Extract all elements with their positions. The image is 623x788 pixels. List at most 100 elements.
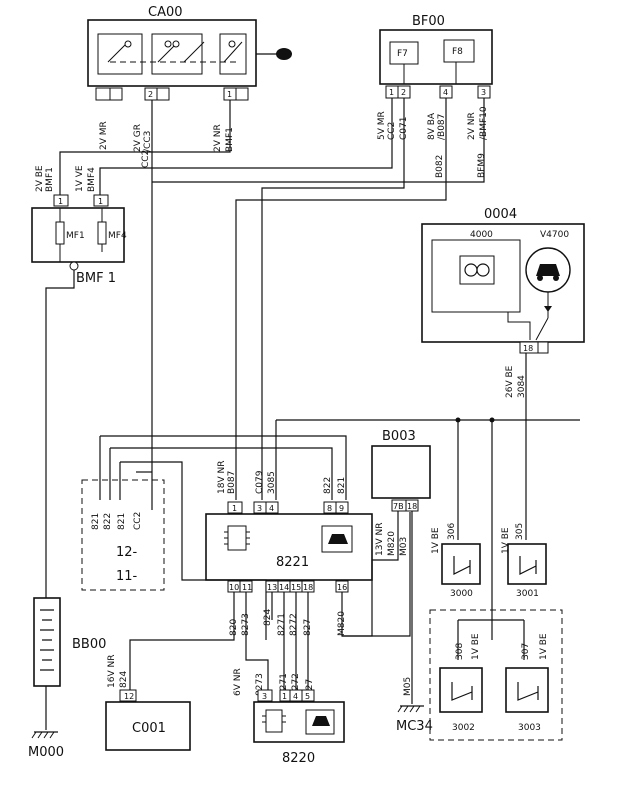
bf00-pin-1: 1 bbox=[389, 88, 394, 97]
c4000-label: 4000 bbox=[470, 230, 493, 240]
s305-wire-a: 1V BE bbox=[501, 527, 511, 554]
o4-wire-1: 26V BE bbox=[505, 365, 515, 398]
c8220-wire-4: 827 bbox=[305, 679, 315, 696]
left-wire-821a: 821 bbox=[91, 513, 101, 530]
left-wire-822: 822 bbox=[103, 513, 113, 530]
left-wire-821b: 821 bbox=[117, 513, 127, 530]
b003-wire-2: M820 bbox=[387, 531, 397, 556]
c8221-pin-3: 3 bbox=[257, 504, 262, 513]
c8221-wire-1a: 18V NR bbox=[217, 461, 227, 494]
c8221-label: 8221 bbox=[276, 555, 309, 570]
bmf1-label: BMF 1 bbox=[76, 271, 116, 286]
bf00-pin-3: 3 bbox=[481, 88, 486, 97]
ground-icon bbox=[31, 731, 58, 739]
fuse-f7: F7 bbox=[397, 49, 408, 59]
bot-wire-8273: 8273 bbox=[241, 613, 251, 636]
battery-bb00: BB00 M000 bbox=[28, 597, 106, 760]
c8220-pin-1: 1 bbox=[282, 692, 287, 701]
s3002-label: 3002 bbox=[452, 723, 475, 733]
ca00-switch: CA00 2 1 2V MR 2V GR /CC3 2V NR BMF1 bbox=[87, 5, 292, 152]
c001-pin-12: 12 bbox=[124, 692, 134, 701]
m05-label: M05 bbox=[403, 677, 413, 696]
o4-wire-2: 3084 bbox=[517, 375, 527, 398]
connector-box-12-11: 821 822 821 CC2 12- 11- bbox=[81, 479, 165, 591]
c8221-wire-3085: 3085 bbox=[267, 471, 277, 494]
b003-pin-18: 18 bbox=[407, 502, 417, 511]
c8221-pin-16: 16 bbox=[337, 583, 347, 592]
c8221-pin-13: 13 bbox=[267, 583, 277, 592]
bmf-pin-1b: 1 bbox=[98, 197, 103, 206]
module-8220: 6V NR 8273 8271 8272 827 3 1 4 5 8220 bbox=[233, 668, 345, 766]
b003-pin-7b: 7B bbox=[393, 502, 404, 511]
gauge-icon bbox=[464, 263, 490, 277]
box-11-label: 11- bbox=[116, 569, 138, 584]
bmf-pin-1a: 1 bbox=[58, 197, 63, 206]
ca00-wire-2a: 2V GR bbox=[133, 124, 143, 152]
s307-wire-a: 1V BE bbox=[539, 633, 549, 660]
bf00-wire-bfm9: BFM9 bbox=[477, 153, 487, 178]
car-icon bbox=[328, 534, 348, 544]
s306-wire-a: 1V BE bbox=[431, 527, 441, 554]
s308-wire-b: 308 bbox=[455, 643, 465, 660]
car-icon-8220 bbox=[312, 716, 330, 726]
cc2-mid-label: CC2 bbox=[141, 150, 151, 168]
bmf-wire-1b: BMF1 bbox=[45, 167, 55, 192]
c8221-pin-4: 4 bbox=[269, 504, 274, 513]
c8220-wire-1: 8273 bbox=[255, 673, 265, 696]
bf00-wire-4a: 2V NR bbox=[467, 112, 477, 140]
c8221-pin-18: 18 bbox=[303, 583, 313, 592]
ca00-pin-1: 1 bbox=[227, 90, 232, 99]
ca00-wire-1: 2V MR bbox=[99, 121, 109, 150]
b003-wire-1: 13V NR bbox=[375, 523, 385, 556]
c8220-pin-4: 4 bbox=[293, 692, 298, 701]
bf00-wire-b082: B082 bbox=[435, 155, 445, 178]
bf00-fusebox: BF00 F7 F8 1 2 4 3 5V MR CC2 C071 8V BA … bbox=[377, 14, 493, 178]
ca00-label: CA00 bbox=[148, 5, 183, 20]
bmf1-fuseholder: 2V BE BMF1 1V VE BMF4 1 1 MF1 MF4 BMF 1 bbox=[31, 165, 127, 286]
chip-icon bbox=[224, 525, 250, 551]
s306-wire-b: 306 bbox=[447, 523, 457, 540]
c8220-wire-0: 6V NR bbox=[233, 668, 243, 696]
c8220-pin-3: 3 bbox=[262, 692, 267, 701]
c8220-wire-2: 8271 bbox=[279, 673, 289, 696]
s305-wire-b: 305 bbox=[515, 523, 525, 540]
c8221-wire-1b: B087 bbox=[227, 471, 237, 494]
bot-wire-8271: 8271 bbox=[277, 613, 287, 636]
c8221-wire-821: 821 bbox=[337, 477, 347, 494]
s3000-label: 3000 bbox=[450, 589, 473, 599]
bf00-label: BF00 bbox=[412, 14, 445, 29]
c8220-pin-5: 5 bbox=[305, 692, 310, 701]
c8221-wire-822: 822 bbox=[323, 477, 333, 494]
c0004-label: 0004 bbox=[484, 207, 517, 222]
bf00-wire-3a: 8V BA bbox=[427, 112, 437, 140]
c001-box: 16V NR 824 12 C001 bbox=[105, 655, 191, 751]
bot-wire-820: 820 bbox=[229, 619, 239, 636]
box-12-label: 12- bbox=[116, 545, 138, 560]
bf00-pin-4: 4 bbox=[443, 88, 448, 97]
fuse-mf1: MF1 bbox=[66, 231, 85, 241]
m000-label: M000 bbox=[28, 745, 64, 760]
c8220-wire-3: 8272 bbox=[291, 673, 301, 696]
bot-wire-827: 827 bbox=[303, 619, 313, 636]
c001-label: C001 bbox=[132, 721, 166, 736]
wires-middle bbox=[99, 417, 580, 640]
s307-wire-b: 307 bbox=[521, 643, 531, 660]
fuse-mf4: MF4 bbox=[108, 231, 127, 241]
c8221-pin-10: 10 bbox=[229, 583, 239, 592]
ca00-pin-2: 2 bbox=[148, 90, 153, 99]
bmf-wire-1a: 2V BE bbox=[35, 165, 45, 192]
s3003-label: 3003 bbox=[518, 723, 541, 733]
bf00-wire-1a: 5V MR bbox=[377, 111, 387, 140]
c8221-pin-11: 11 bbox=[242, 583, 252, 592]
c8221-pin-14: 14 bbox=[279, 583, 289, 592]
fuse-f8: F8 bbox=[452, 47, 463, 57]
bot-wire-m820: M820 bbox=[337, 611, 347, 636]
c001-wire-2: 824 bbox=[119, 671, 129, 688]
b003-wire-3: M03 bbox=[399, 537, 409, 556]
switches-3002-3003: 308 1V BE 307 1V BE 3002 3003 bbox=[429, 609, 563, 741]
bmf-wire-2b: BMF4 bbox=[87, 167, 97, 192]
car-warning-icon bbox=[536, 264, 560, 281]
key-icon bbox=[256, 48, 292, 60]
v4700-label: V4700 bbox=[540, 230, 569, 240]
